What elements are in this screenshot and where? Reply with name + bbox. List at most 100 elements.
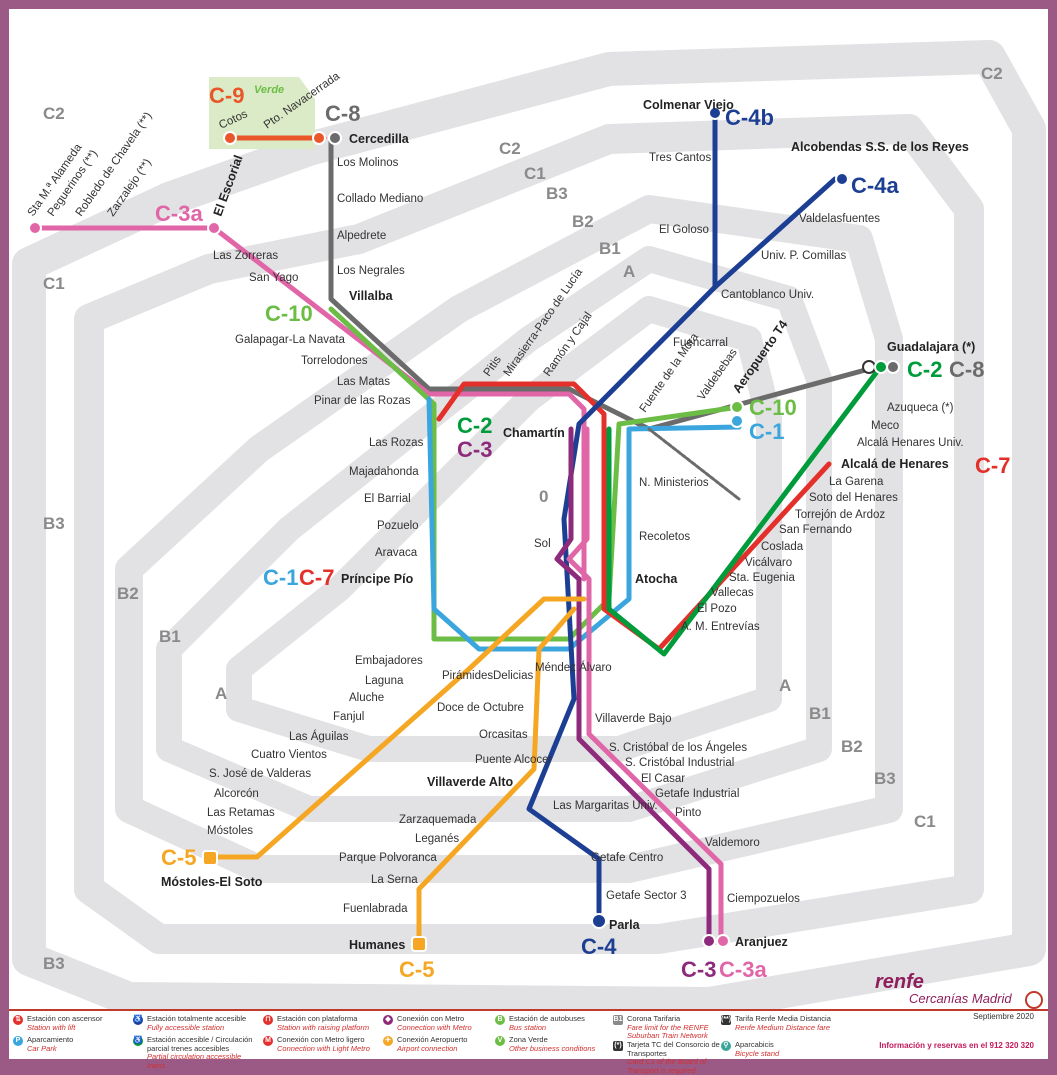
terminal-guadalajara-c2 — [874, 360, 888, 374]
station-piramides: Pirámides — [442, 670, 493, 682]
zone-label: C2 — [43, 104, 65, 123]
station-alcala-univ: Alcalá Henares Univ. — [857, 437, 964, 449]
legend-es: Conexión con Metro — [397, 1014, 465, 1023]
badge-c3-chamartin: C-3 — [457, 437, 492, 462]
legend-es: Estación totalmente accesible — [147, 1014, 247, 1023]
station-la-serna: La Serna — [371, 874, 418, 886]
terminal-alameda — [28, 221, 42, 235]
station-labels[interactable]: Cotos Pto. Navacerrada Cercedilla Los Mo… — [26, 70, 976, 952]
station-san-yago: San Yago — [249, 272, 298, 284]
station-entrevias: A. M. Entrevías — [681, 621, 760, 633]
legend-es: Conexión con Metro ligero — [277, 1035, 365, 1044]
station-chamartin: Chamartín — [503, 426, 565, 440]
station-cristobal-ind: S. Cristóbal Industrial — [625, 757, 734, 769]
station-meco: Meco — [871, 420, 899, 432]
line-c8 — [328, 135, 872, 432]
legend-es: Corona Tarifaria — [627, 1014, 681, 1023]
badge-c1-pio: C-1 — [263, 565, 298, 590]
terminal-aeropuerto — [730, 400, 744, 414]
badge-verde: Verde — [254, 84, 284, 96]
station-azuqueca: Azuqueca (*) — [887, 402, 954, 414]
cercanias-icon — [1025, 991, 1043, 1009]
zona-verde-area — [209, 77, 315, 149]
station-torrejon: Torrejón de Ardoz — [795, 509, 885, 521]
badge-c8-right: C-8 — [949, 357, 984, 382]
station-pinto: Pinto — [675, 807, 701, 819]
station-fanjul: Fanjul — [333, 711, 364, 723]
legend-item: ♿Estación accesible / Circulación parcia… — [133, 1035, 257, 1070]
terminal-escorial — [207, 221, 221, 235]
station-humanes: Humanes — [349, 938, 405, 952]
legend-en: Station with lift — [27, 1022, 76, 1032]
legend-en: Connection with Light Metro — [277, 1043, 370, 1053]
legend-en: Card C1 of the Board of Transport is req… — [627, 1057, 707, 1075]
station-alpedrete: Alpedrete — [337, 230, 386, 242]
station-cristobal-angeles: S. Cristóbal de los Ángeles — [609, 741, 747, 754]
terminal-guadalajara — [862, 360, 876, 374]
badge-c4-bottom: C-4 — [581, 934, 617, 959]
legend-es: Estación de autobuses — [509, 1014, 585, 1023]
station-fuenlabrada: Fuenlabrada — [343, 903, 408, 915]
station-las-matas: Las Matas — [337, 376, 390, 388]
zone-label: C1 — [914, 812, 936, 831]
zone-label: B3 — [43, 954, 65, 973]
zone-band-c1 — [12, 40, 1046, 1009]
legend-en: Connection with Metro — [397, 1022, 472, 1032]
station-coslada: Coslada — [761, 541, 804, 553]
station-tres-cantos: Tres Cantos — [649, 152, 711, 164]
terminal-cercedilla — [312, 131, 326, 145]
zone-label: C2 — [499, 139, 521, 158]
station-n-ministerios: N. Ministerios — [639, 477, 709, 489]
badge-c7-right: C-7 — [975, 453, 1010, 478]
station-zarzaquemada: Zarzaquemada — [399, 814, 477, 826]
station-getafe-sector3: Getafe Sector 3 — [606, 890, 687, 902]
legend-en: Fare limit for the RENFE Suburban Train … — [627, 1022, 709, 1040]
legend-en: Partial circulation accessible trains — [147, 1052, 242, 1070]
line-c5-west — [206, 596, 587, 860]
badge-c3-bottom: C-3 — [681, 957, 716, 982]
station-las-margaritas: Las Margaritas Univ. — [553, 800, 658, 812]
terminal-parla — [591, 913, 607, 929]
station-fuencarral: Fuencarral — [673, 337, 728, 349]
badge-c2-chamartin: C-2 — [457, 413, 492, 438]
station-mendez-alvaro: Méndez Álvaro — [535, 661, 612, 674]
station-doce-octubre: Doce de Octubre — [437, 702, 524, 714]
station-cuatro-vientos: Cuatro Vientos — [251, 749, 327, 761]
station-valdelasfuentes: Valdelasfuentes — [799, 213, 880, 225]
badge-c5-bottom: C-5 — [399, 957, 434, 982]
station-el-casar: El Casar — [641, 773, 685, 785]
line-c4 — [526, 110, 718, 915]
station-villaverde-alto: Villaverde Alto — [427, 775, 514, 789]
zone-label: B2 — [572, 212, 594, 231]
line-c3a-escorial — [32, 225, 587, 582]
badge-c3a-bottom: C-3a — [719, 957, 767, 982]
station-sol: Sol — [534, 538, 551, 550]
legend-es: Estación accesible / Circulación parcial… — [147, 1035, 253, 1053]
light-metro-icon: M — [263, 1036, 273, 1046]
terminal-cercedilla-c8 — [328, 131, 342, 145]
footer-date: Septiembre 2020 — [973, 1012, 1034, 1021]
station-leganes: Leganés — [415, 833, 459, 845]
terminal-aeropuerto-c1 — [730, 414, 744, 428]
fare-zone-icon: B1 — [613, 1015, 623, 1025]
zona-verde-icon: V — [495, 1036, 505, 1046]
legend-en: Bus station — [509, 1022, 547, 1032]
bicycle-icon: ⚲ — [721, 1041, 731, 1051]
station-parque-polvoranca: Parque Polvoranca — [339, 852, 437, 864]
station-las-aguilas: Las Águilas — [289, 730, 349, 743]
accessible-icon: ♿ — [133, 1015, 143, 1025]
zone-label: C1 — [524, 164, 546, 183]
legend-en: Station with raising platform — [277, 1022, 370, 1032]
station-cercedilla: Cercedilla — [349, 132, 410, 146]
line-c2 — [606, 366, 882, 657]
badge-c4a: C-4a — [851, 173, 899, 198]
metro-icon: ◆ — [383, 1015, 393, 1025]
station-valdemoro: Valdemoro — [705, 837, 760, 849]
station-el-barrial: El Barrial — [364, 493, 411, 505]
